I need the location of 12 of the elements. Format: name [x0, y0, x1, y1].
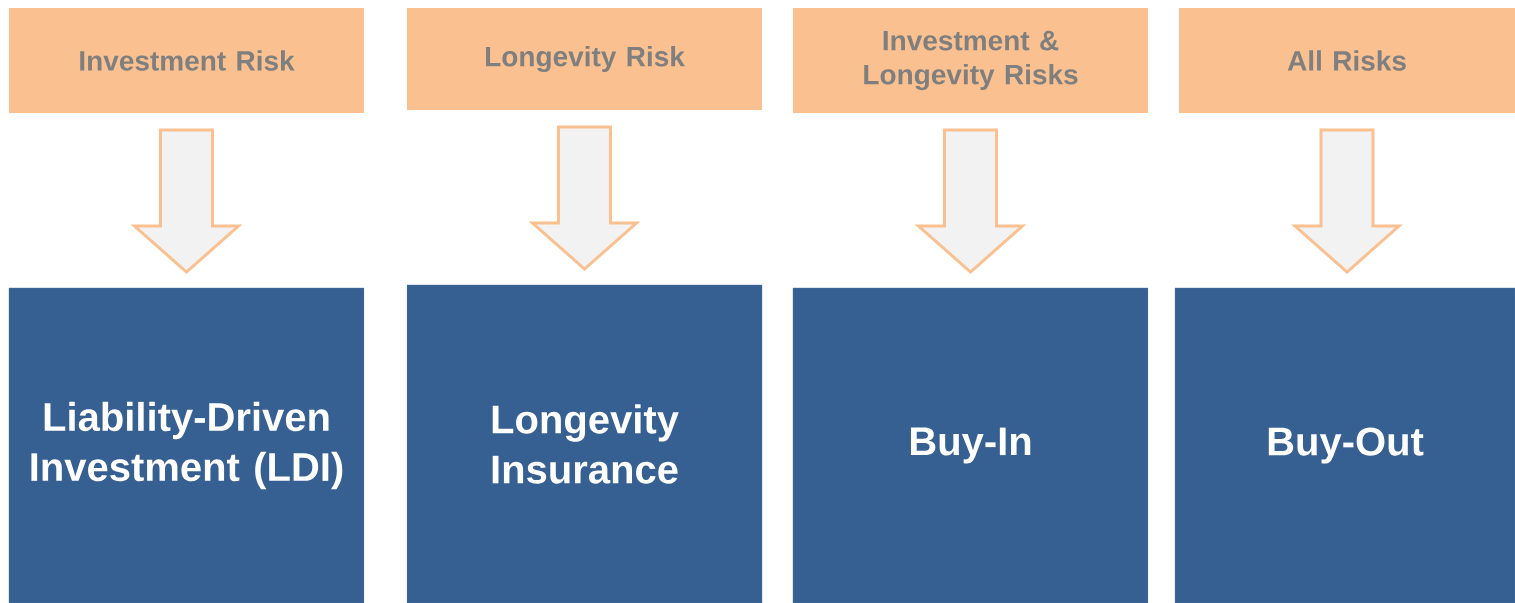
block-arrow [1291, 128, 1403, 274]
solution-box: Longevity Insurance [406, 284, 763, 603]
risk-box: All Risks [1179, 8, 1515, 113]
risk-box: Investment & Longevity Risks [793, 8, 1148, 113]
solution-box: Buy-Out [1174, 287, 1515, 603]
solution-box: Liability-Driven Investment (LDI) [8, 287, 365, 603]
risk-box: Longevity Risk [407, 8, 762, 110]
block-arrow [528, 125, 641, 271]
risk-box: Investment Risk [9, 8, 364, 113]
block-arrow [130, 128, 243, 274]
block-arrow [914, 128, 1027, 274]
solution-box: Buy-In [792, 287, 1149, 603]
